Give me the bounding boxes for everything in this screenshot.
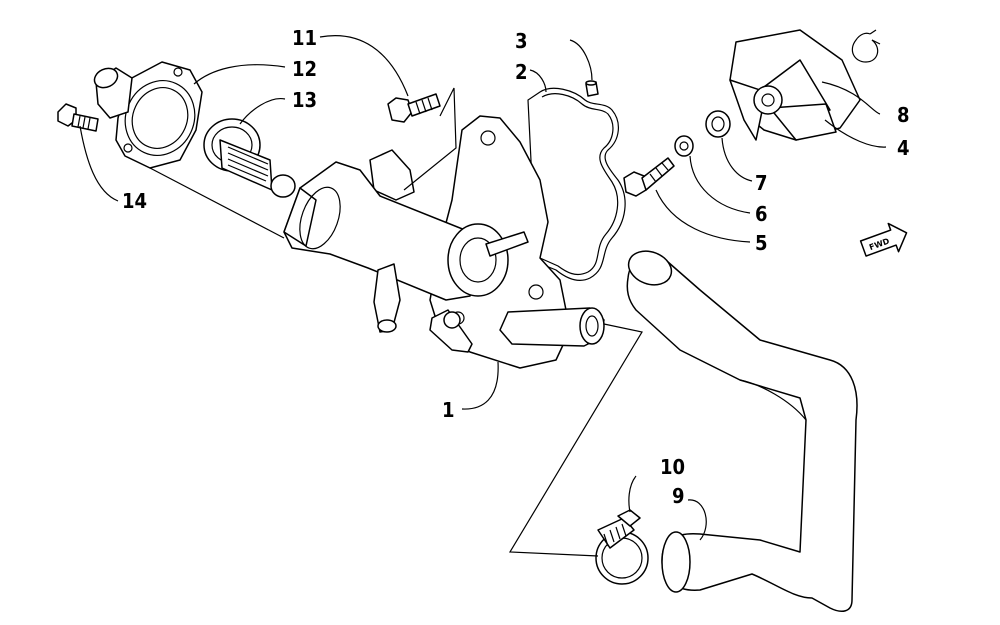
part-10-hose-clamp [595,509,649,585]
axis-line-hose-clamp [508,323,643,557]
axis-line-thermostat [149,167,285,239]
callout-8: 8 [897,103,910,127]
part-3-dowel-pin [585,80,599,97]
leader-2 [529,69,547,93]
part-4-impeller [729,29,861,141]
axis-line-bolt-11 [403,87,457,191]
part-2-gasket [527,87,626,282]
callout-6: 6 [755,202,768,226]
leader-lines [79,35,887,557]
part-14-bolt [57,103,99,132]
leader-7 [721,137,753,182]
leader-5 [655,189,751,243]
callout-13: 13 [292,88,317,112]
callout-1: 1 [442,398,455,422]
part-7-seal [705,110,731,138]
leader-8 [821,81,881,115]
leader-1 [461,361,499,410]
callout-9: 9 [672,484,685,508]
part-6-washer [674,135,694,157]
callout-14: 14 [122,189,147,213]
leader-10 [628,475,637,513]
callout-labels: 11 12 13 14 3 2 8 4 7 6 5 1 10 9 [122,26,910,508]
callout-11: 11 [292,26,317,50]
part-5-impeller-bolt [623,157,675,197]
callout-4: 4 [897,136,910,160]
leader-13 [239,98,286,125]
callout-5: 5 [755,231,768,255]
part-1-water-pump-body [283,115,605,369]
leader-4 [824,119,887,148]
callout-2: 2 [515,60,528,84]
leader-11 [319,35,409,97]
callout-12: 12 [292,57,317,81]
part-11-bolt [387,93,441,123]
callout-7: 7 [755,171,768,195]
forward-arrow-icon: FWD [859,222,908,257]
callout-3: 3 [515,29,528,53]
leader-14 [79,125,119,202]
leader-9 [687,499,707,541]
leader-6 [689,155,751,214]
leader-12 [193,64,286,85]
callout-10: 10 [660,455,685,479]
part-9-coolant-hose [626,250,858,613]
part-12-thermostat-housing [93,61,203,169]
part-8-snap-ring [851,29,881,63]
leader-3 [569,39,593,81]
part-13-thermostat [203,118,296,198]
